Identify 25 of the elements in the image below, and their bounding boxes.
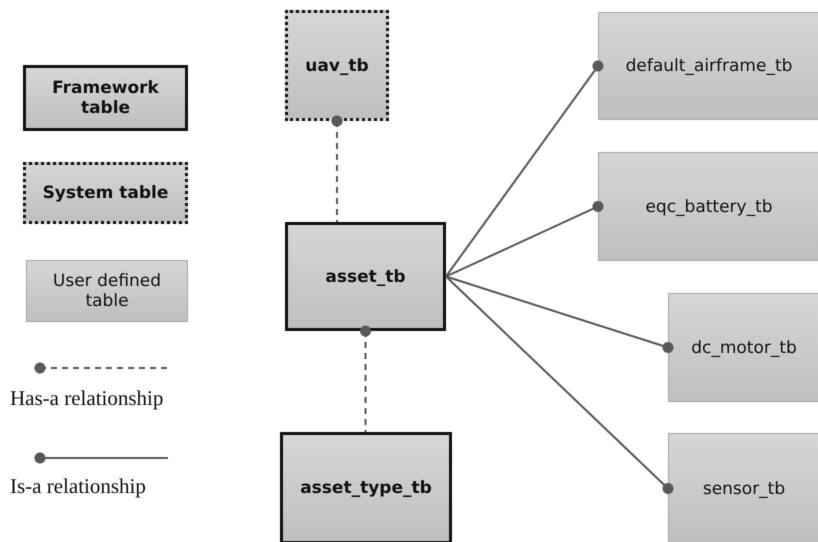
table-name: asset_tb: [324, 266, 407, 286]
table-box: [285, 222, 446, 331]
legend-text: Has-a relationship: [10, 386, 164, 411]
table-box: [668, 293, 818, 402]
relationship-line: [446, 276, 674, 353]
table-box: [598, 12, 818, 120]
table-name: asset_type_tb: [299, 478, 433, 498]
table-name: dc_motor_tb: [690, 338, 798, 358]
table-name: sensor_tb: [702, 478, 786, 498]
table-box: [280, 432, 452, 542]
legend-text: Is-a relationship: [10, 474, 146, 499]
table-box: [668, 433, 818, 542]
table-box: [285, 10, 389, 121]
legend-text: Framework table: [51, 78, 160, 118]
table-box: [598, 152, 818, 261]
relationship-line: [332, 116, 342, 222]
legend-text: User defined table: [52, 271, 162, 311]
table-name: default_airframe_tb: [624, 56, 794, 76]
table-name: eqc_battery_tb: [644, 196, 774, 216]
table-name: uav_tb: [304, 56, 370, 76]
relationship-line: [445, 276, 674, 494]
legend-text: System table: [42, 183, 170, 203]
relationship-line: [360, 326, 371, 432]
relationship-line: [446, 201, 604, 278]
relationship-line: [445, 60, 604, 278]
